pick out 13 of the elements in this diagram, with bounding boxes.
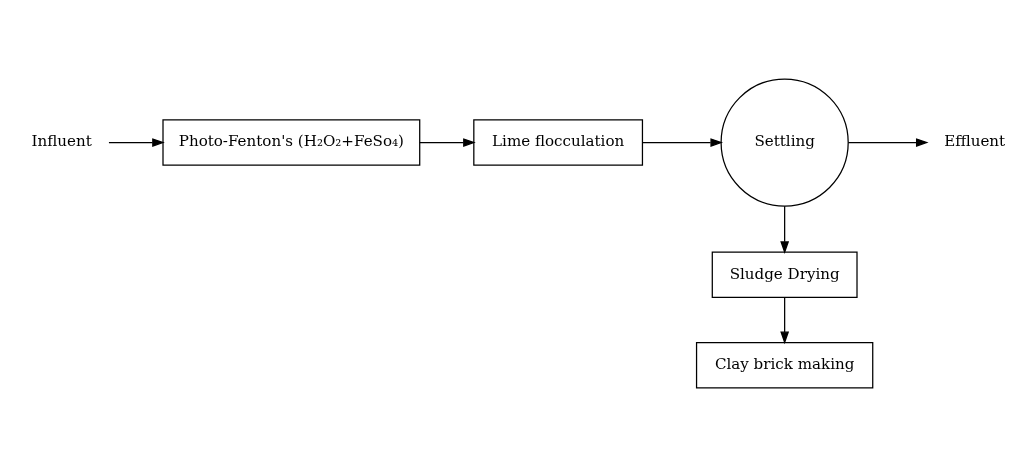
- arrow: [779, 296, 789, 345]
- arrow: [847, 138, 929, 147]
- node-circle: Settling: [719, 78, 849, 207]
- arrow: [107, 138, 165, 147]
- node-text: Influent: [31, 132, 92, 151]
- node-box: Photo-Fenton's (H₂O₂+FeSo₄): [161, 119, 420, 166]
- arrow: [641, 138, 723, 147]
- node-box: Clay brick making: [695, 342, 873, 389]
- node-text: Effluent: [943, 132, 1005, 151]
- node-box: Lime flocculation: [472, 119, 643, 166]
- arrow: [779, 205, 789, 254]
- arrow: [418, 138, 476, 147]
- node-box: Sludge Drying: [711, 251, 858, 298]
